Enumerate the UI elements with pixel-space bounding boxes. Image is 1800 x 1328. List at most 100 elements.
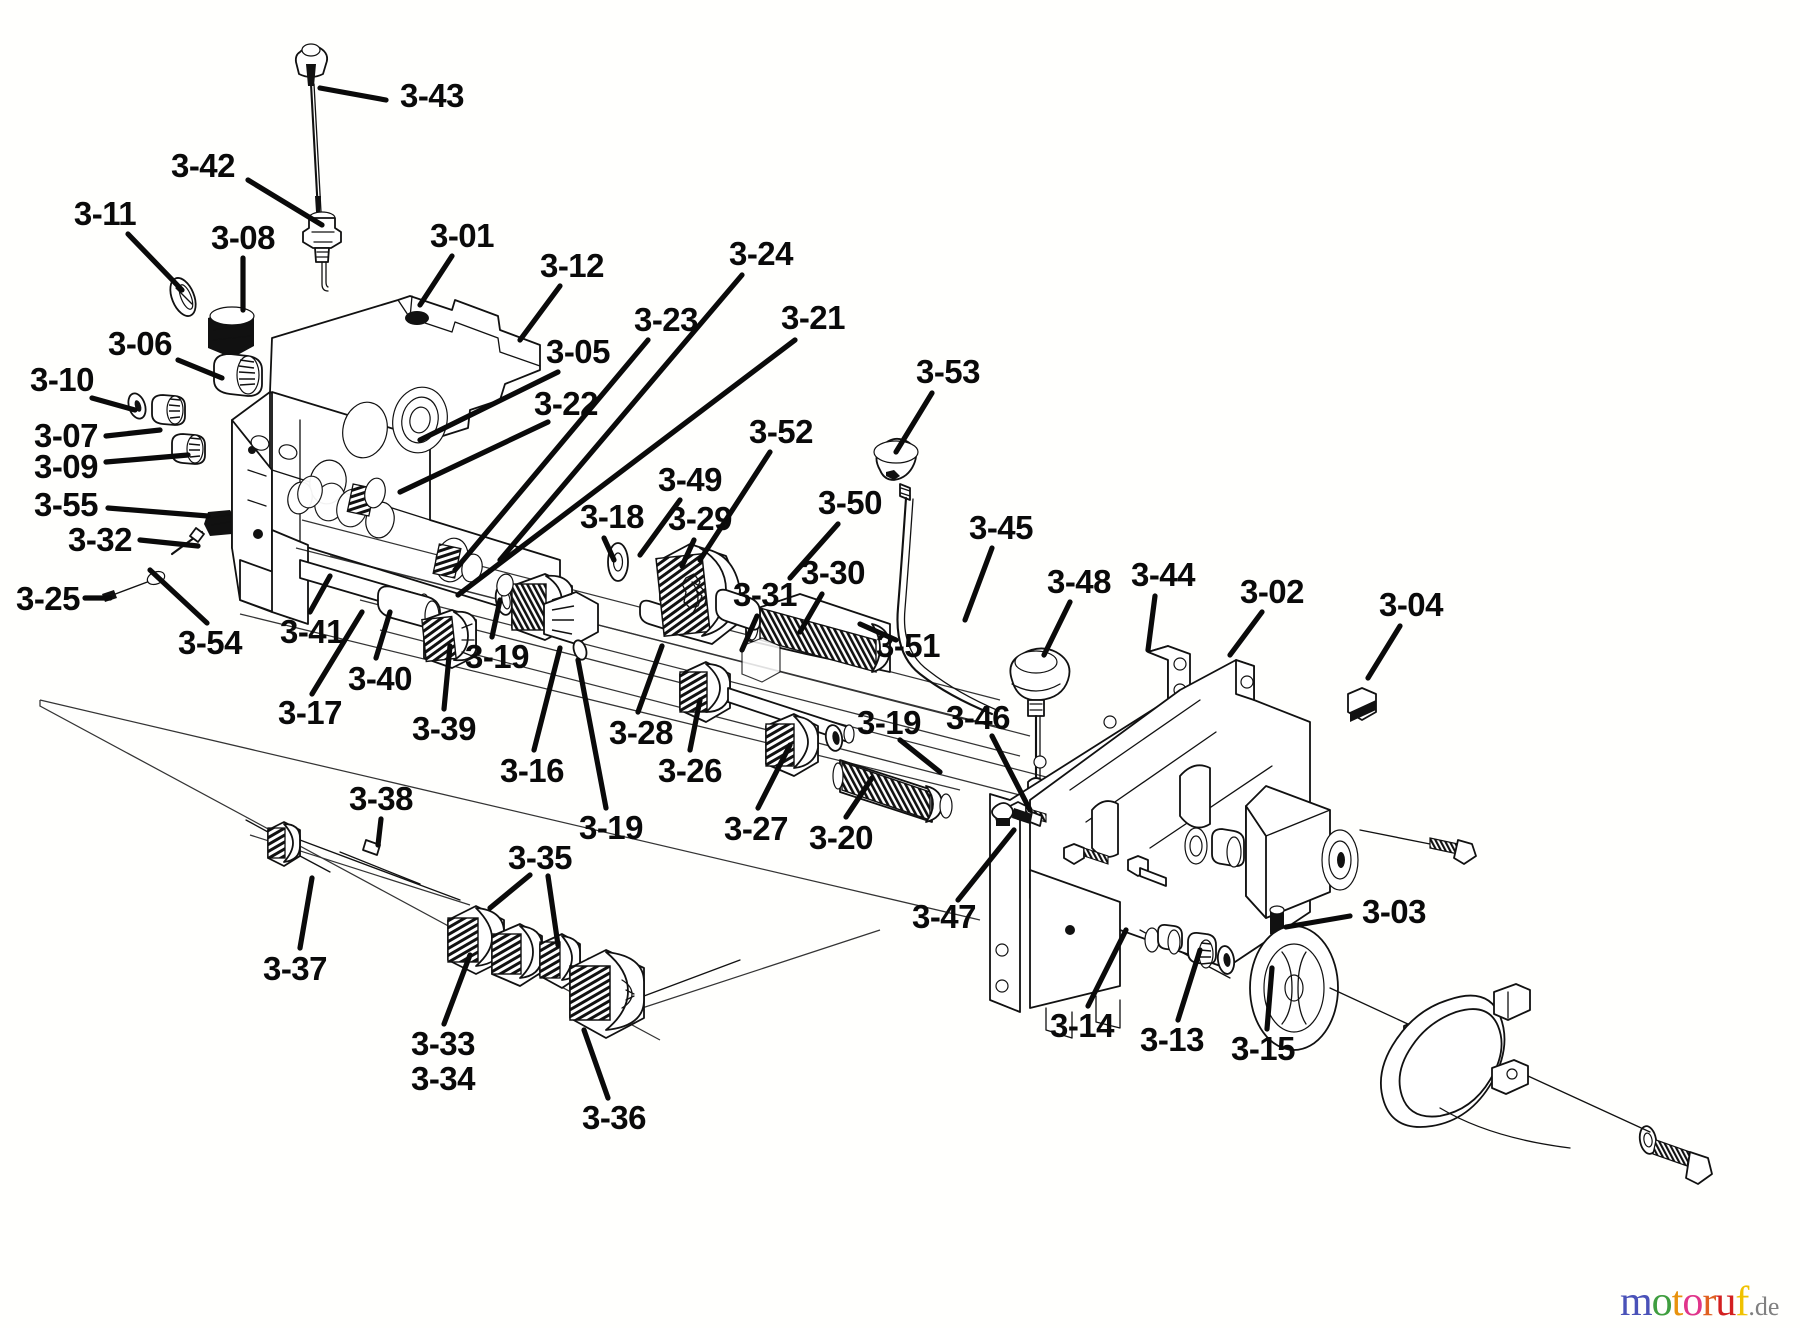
callout-3-17: 3-17 [277,694,343,731]
callout-3-24: 3-24 [728,235,794,272]
part-shift-boot-3-48 [1009,647,1071,793]
leader-line-3-51 [857,621,899,643]
parts-misc-center [346,477,514,597]
part-washer-3-15 [1216,945,1236,975]
leader-line-3-42 [245,177,325,228]
leader-line-3-19c [575,657,609,811]
callout-3-49: 3-49 [657,461,723,498]
callout-3-27: 3-27 [723,810,789,847]
part-bearing-3-07 [151,394,186,426]
leader-line-3-04 [1365,623,1403,681]
part-gear-3-36 [569,949,645,1039]
callout-3-16: 3-16 [499,752,565,789]
leader-line-3-06 [175,357,225,381]
callout-3-54: 3-54 [177,624,243,661]
leader-line-3-43 [317,85,389,103]
part-gear-3-31 [741,637,781,683]
leader-line-3-23 [452,337,651,573]
part-anchor-bolt [1638,1125,1713,1185]
part-case-3-01 [231,295,561,626]
watermark-letter-7: f [1735,1279,1749,1325]
part-gear-3-26 [679,661,731,723]
leader-line-3-30 [797,591,825,635]
callout-3-25: 3-25 [15,580,81,617]
leader-line-3-17 [309,609,365,697]
callout-3-52: 3-52 [748,413,814,450]
part-bushing-3-08 [208,306,255,358]
leader-line-3-29 [679,537,697,569]
callout-3-51: 3-51 [875,627,941,664]
part-pin-3-32 [170,527,205,556]
leader-line-3-11 [125,231,185,293]
leader-line-3-19b [897,737,943,775]
callout-3-21: 3-21 [780,299,846,336]
callout-3-07: 3-07 [33,417,99,454]
leader-line-3-14 [1085,927,1129,1009]
callout-3-11: 3-11 [73,195,137,232]
callout-3-33: 3-33 [410,1025,476,1062]
watermark-motoruf: motoruf.de [1620,1278,1779,1326]
leader-line-3-03 [1283,913,1353,930]
leader-line-3-53 [893,390,935,455]
leader-line-3-20 [843,775,875,820]
callout-3-14: 3-14 [1049,1007,1115,1044]
callout-3-34: 3-34 [410,1060,476,1097]
callout-3-55: 3-55 [33,486,99,523]
leader-line-3-26 [687,697,703,753]
part-bolt-3-04 [1347,687,1377,722]
callout-3-50: 3-50 [817,484,883,521]
leader-line-3-10 [89,395,138,413]
leader-line-3-55 [105,505,211,519]
leader-line-3-16 [531,645,563,753]
leader-line-3-35 [545,873,561,948]
shaft-cluster-lower [245,819,741,1039]
watermark-letter-2: o [1651,1279,1673,1325]
callout-3-23: 3-23 [633,301,699,338]
part-pin-3-19c [572,639,588,661]
callout-3-41: 3-41 [279,613,345,650]
callout-3-53: 3-53 [915,353,981,390]
callout-3-44: 3-44 [1130,556,1196,593]
leader-line-3-40 [373,609,393,661]
leader-line-3-28 [635,643,665,715]
callout-3-39: 3-39 [411,710,477,747]
leader-line-3-52 [697,449,773,563]
callout-3-30: 3-30 [800,554,866,591]
part-gear-3-34 [491,923,543,987]
leader-line-3-07 [103,427,163,439]
callout-3-46: 3-46 [945,699,1011,736]
leader-line-3-02 [1227,609,1265,658]
leader-line-3-54 [147,567,210,626]
callout-3-22: 3-22 [533,385,599,422]
watermark-letter-1: m [1620,1279,1653,1325]
callout-3-48: 3-48 [1046,563,1112,600]
callout-3-38: 3-38 [348,780,414,817]
leader-line-3-05 [417,369,561,443]
leader-line-3-36 [581,1027,611,1101]
callout-3-47: 3-47 [911,898,977,935]
watermark-suffix: .de [1748,1292,1780,1321]
leader-line-3-32 [137,537,201,549]
watermark-letter-5: r [1702,1279,1716,1325]
leader-lines [82,85,1403,1101]
callout-3-36: 3-36 [581,1099,647,1136]
leader-line-3-15 [1264,965,1275,1032]
callout-3-12: 3-12 [539,247,605,284]
leader-line-3-50 [787,521,841,581]
leader-line-3-35 [487,872,533,911]
callout-3-19b: 3-19 [856,704,922,741]
callout-3-43: 3-43 [399,77,465,114]
part-screw-3-46 [1012,808,1043,827]
leader-line-3-33 [441,952,473,1027]
callout-3-09: 3-09 [33,448,99,485]
leader-line-3-46 [989,733,1033,813]
callout-3-10: 3-10 [29,361,95,398]
leader-line-3-49 [637,497,683,558]
callout-3-08: 3-08 [210,219,276,256]
callout-3-13: 3-13 [1139,1021,1205,1058]
watermark-letter-6: u [1715,1279,1736,1325]
leader-line-3-01 [417,253,455,308]
callout-3-37: 3-37 [262,950,328,987]
